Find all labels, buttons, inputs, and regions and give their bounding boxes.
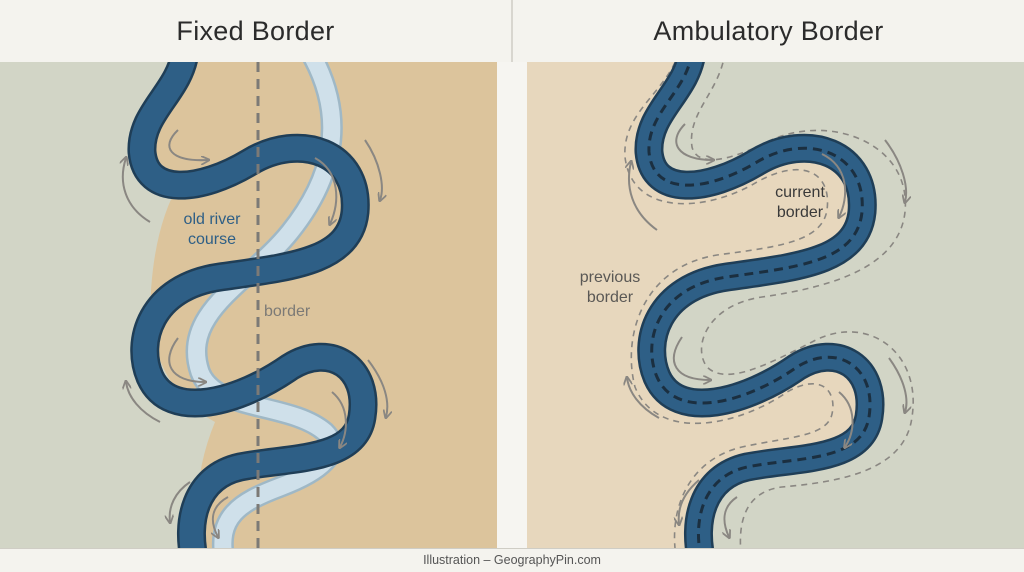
border-label: border: [264, 303, 311, 320]
ambulatory-border-title: Ambulatory Border: [653, 16, 884, 46]
panel-gutter: [497, 62, 527, 548]
land-tan-area: [527, 62, 871, 548]
fixed-border-panel: old river course border: [0, 62, 497, 548]
river: [637, 62, 882, 548]
previous-border-label-line2: border: [587, 289, 634, 306]
fixed-border-title: Fixed Border: [176, 16, 335, 46]
erosion-arrows: [627, 123, 906, 537]
old-river-course-label-line2: course: [188, 231, 236, 248]
old-river-course-label-line1: old river: [184, 211, 242, 228]
title-divider: [511, 0, 513, 62]
footer-credit: Illustration – GeographyPin.com: [423, 553, 601, 567]
river: [130, 62, 375, 548]
previous-border-line-outer: [690, 62, 914, 548]
previous-border-line-inner: [624, 62, 834, 548]
current-border-label-line1: current: [775, 184, 825, 201]
footer-rule: [0, 548, 1024, 549]
previous-border-label-line1: previous: [580, 269, 640, 286]
erosion-arrows: [123, 129, 387, 537]
current-border-label-line2: border: [777, 204, 824, 221]
ambulatory-border-panel: current border previous border: [527, 62, 1024, 548]
